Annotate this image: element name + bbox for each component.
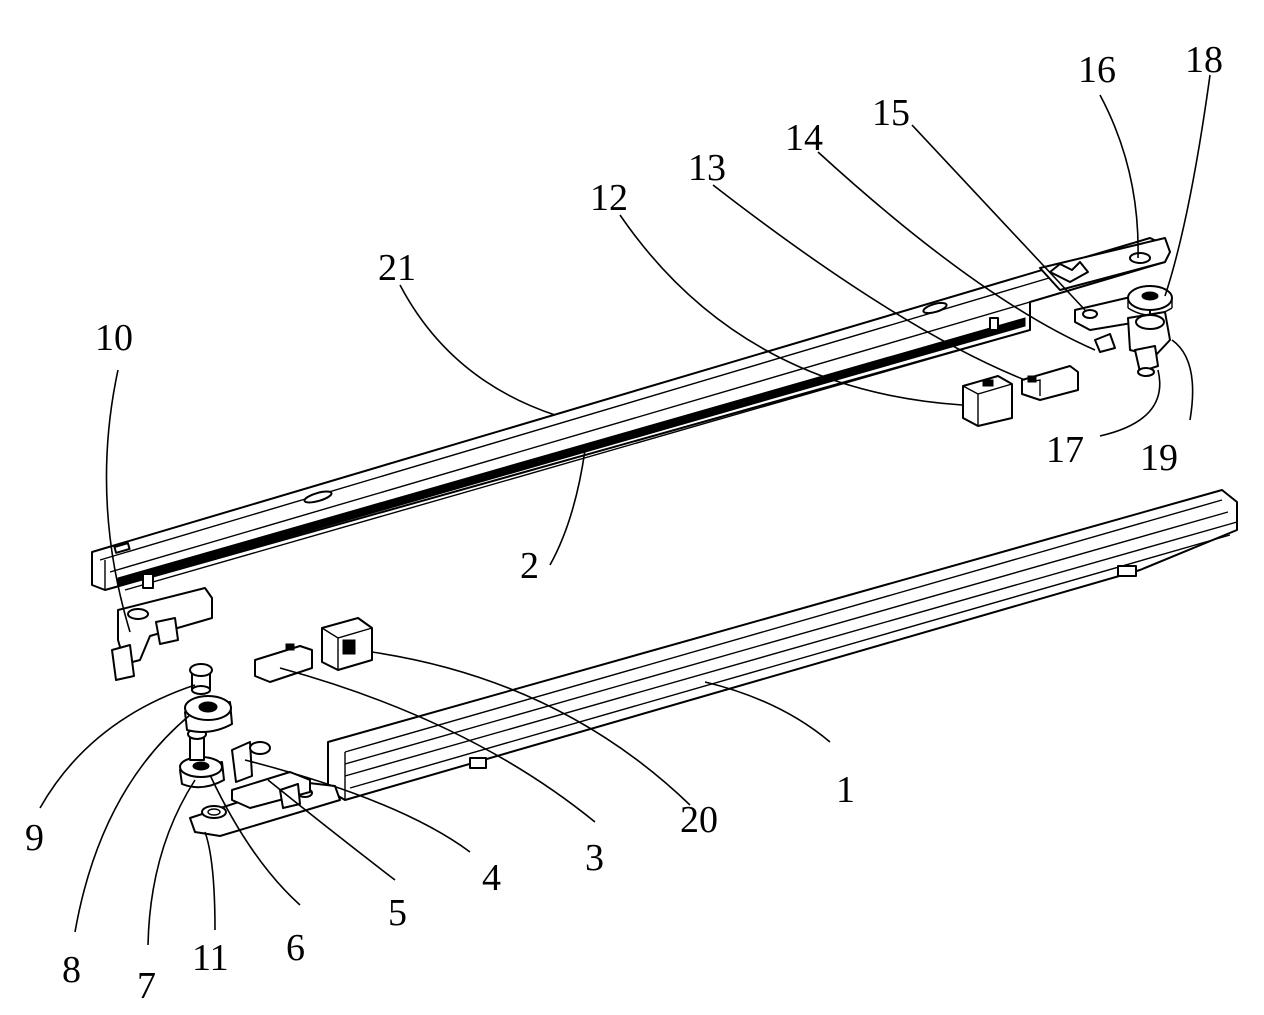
bracket-tabs	[231, 741, 301, 809]
part-labels: 1 2 3 4 5 6 7 8 9 10 11 12 13 14 15 16 1…	[25, 39, 1223, 1007]
label-9: 9	[25, 817, 44, 859]
rear-bracket	[111, 587, 213, 681]
label-7: 7	[137, 965, 156, 1007]
label-19: 19	[1140, 437, 1178, 479]
roller	[184, 695, 233, 733]
label-3: 3	[585, 837, 604, 879]
pin	[189, 663, 213, 695]
label-6: 6	[286, 927, 305, 969]
base-bracket	[189, 771, 341, 837]
upper-roller	[1127, 311, 1171, 357]
upper-stopper	[1021, 365, 1079, 401]
label-16: 16	[1078, 49, 1116, 91]
label-14: 14	[785, 117, 823, 159]
label-13: 13	[688, 147, 726, 189]
lower-damper	[321, 617, 373, 671]
lower-rail	[327, 489, 1238, 801]
label-8: 8	[62, 949, 81, 991]
upper-damper	[962, 375, 1013, 427]
leader-lines	[39, 74, 1211, 946]
label-4: 4	[482, 857, 501, 899]
label-18: 18	[1185, 39, 1223, 81]
axle	[187, 728, 207, 761]
label-11: 11	[192, 937, 229, 979]
label-20: 20	[680, 799, 718, 841]
label-15: 15	[872, 92, 910, 134]
lower-stopper	[254, 643, 313, 683]
label-12: 12	[590, 177, 628, 219]
label-1: 1	[836, 769, 855, 811]
upper-wheel	[1127, 285, 1173, 316]
label-21: 21	[378, 247, 416, 289]
label-5: 5	[388, 892, 407, 934]
label-10: 10	[95, 317, 133, 359]
lower-wheel	[179, 756, 225, 789]
label-2: 2	[520, 545, 539, 587]
label-17: 17	[1046, 429, 1084, 471]
upper-pin	[1134, 345, 1159, 377]
